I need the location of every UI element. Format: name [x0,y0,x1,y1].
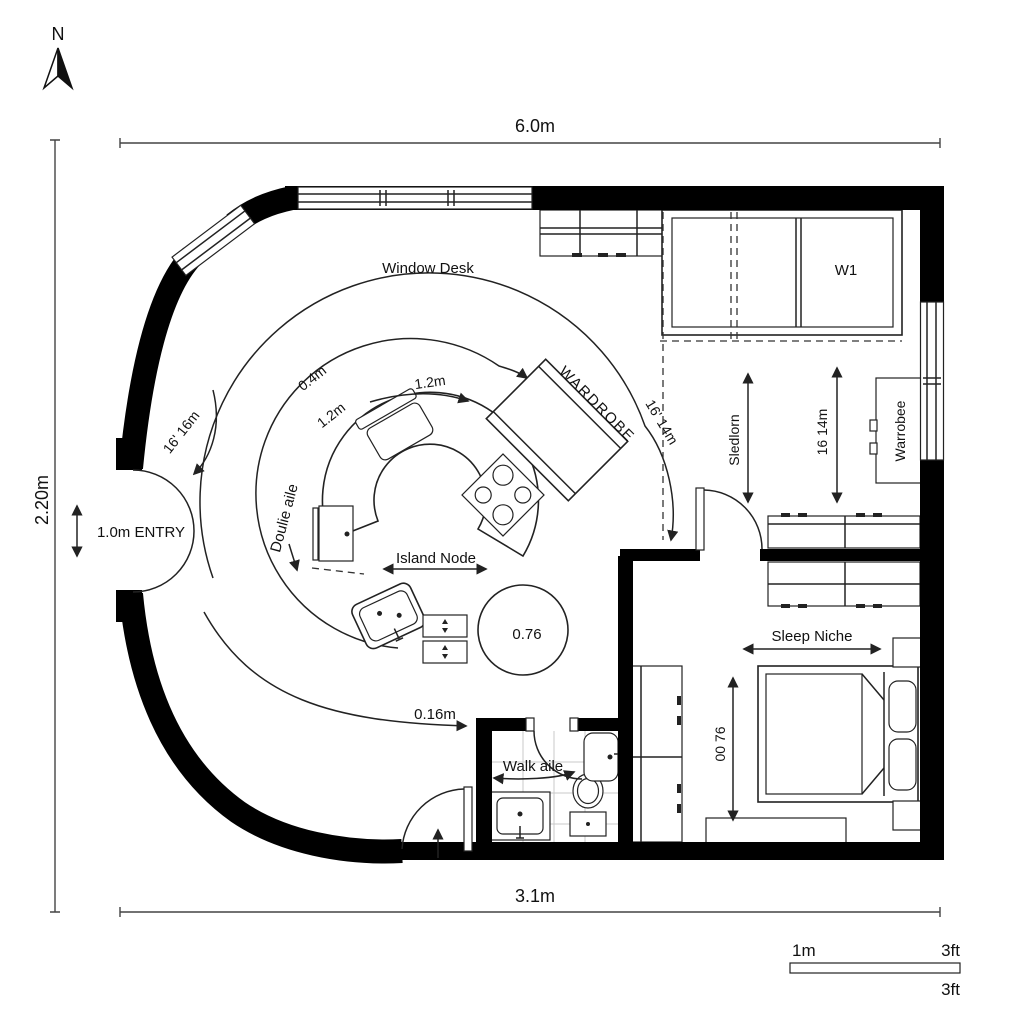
scale-bar-rect [789,962,961,974]
scale-3ft-top-label: 3ft [941,941,960,960]
bathroom-top-wall-b [578,718,620,731]
entry-jamb-bottom [116,590,142,622]
bedroom-vert-label: Sledlorn [726,414,742,465]
nightstand-top [892,637,923,668]
bathroom-left-wall [476,718,492,842]
scale-bar: 1m 3ft 3ft [789,941,961,999]
desk-chair [355,388,434,461]
aisle-12a-label: 1.2m [413,372,446,392]
sleep-niche-label: Sleep Niche [772,628,853,645]
stove [461,453,545,537]
dim-left-label: 2.20m [32,475,52,525]
bedroom-vert2-label: 16 14m [814,409,830,456]
dim-top-label: 6.0m [515,116,555,136]
right-window [919,301,945,461]
pillow [888,680,917,733]
north-arrow-icon: N [42,24,74,91]
island-dim-label: 0.76 [512,626,541,643]
lower-door-leaf [463,786,473,852]
entry-jamb-top [116,438,142,470]
bathroom [489,732,622,841]
spiral-arcs [199,272,679,732]
w1-wardrobe: W1 [661,209,903,336]
dimension-lines [50,138,941,917]
scale-3ft-bottom-label: 3ft [941,980,960,999]
bedroom-door-swing [703,489,763,550]
island-node-counter [312,358,629,676]
bath-door-jamb-b [569,717,579,732]
vanity-sink [489,791,551,841]
small-wardrobe-label: Warrobee [892,400,908,461]
pillow [888,738,917,791]
bed [757,665,919,803]
doors [132,469,763,858]
island-bulge [477,584,569,676]
mid-wall-left [620,549,700,561]
bath-door-jamb-a [525,717,535,732]
nightstand-bottom [892,800,923,831]
windows [171,186,945,461]
bathroom-top-wall-a [476,718,528,731]
walk-aisle-label: Walk aile [503,758,563,775]
dim-bottom-label: 3.1m [515,886,555,906]
toilet [569,773,607,837]
bed-bench [705,817,847,844]
walls [116,186,944,864]
north-label: N [52,24,65,44]
kitchen-counter [539,209,664,257]
island-node-label: Island Node [396,550,476,567]
curved-wall-window [171,204,256,277]
w1-label: W1 [835,262,858,279]
cabinet-door [312,505,354,562]
leaders [71,366,882,822]
corner-sink [583,732,622,782]
gap-016-label: 0.16m [414,706,456,723]
window-desk-table [485,358,629,502]
bedroom-left-wall [618,556,633,842]
dresser-lower [767,561,921,608]
scale-1m-label: 1m [792,941,816,960]
dresser-upper [767,513,921,549]
dashed-zones [660,212,902,540]
island-drawers [422,614,468,664]
window-desk-label: Window Desk [382,260,474,277]
bed-width-label: 00 76 [712,726,728,761]
bedroom-door-leaf [695,487,705,551]
lower-door-swing [401,788,465,850]
mid-wall-right [760,549,922,561]
tall-cabinet [629,665,683,843]
entry-door-swing [132,469,195,593]
entry-label: 1.0m ENTRY [97,524,185,541]
top-window [297,186,533,210]
island-sink [351,582,426,650]
